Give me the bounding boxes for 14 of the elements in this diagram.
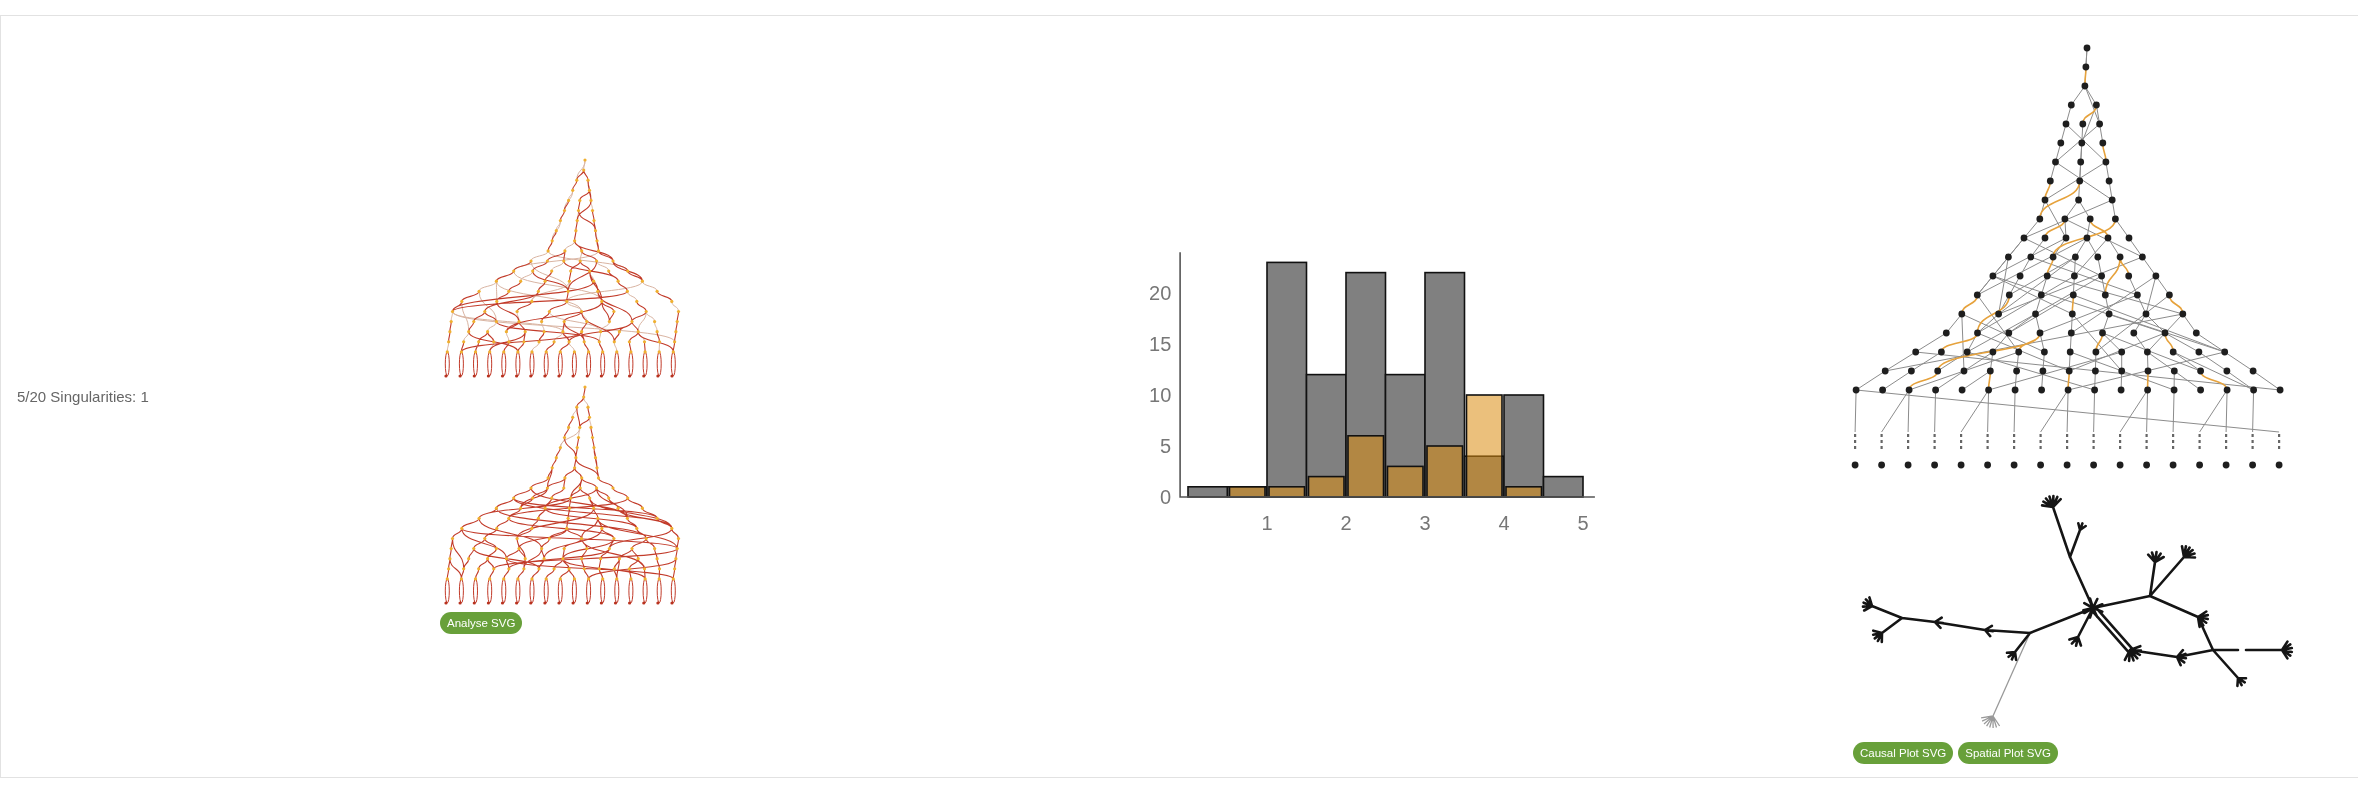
- axis-tick-label: 4: [1498, 513, 1510, 533]
- causal-plot-button: Causal Plot SVG: [1853, 742, 1954, 764]
- axis-tick-label: 1: [1261, 513, 1273, 533]
- spatial-plot-button: Spatial Plot SVG: [1958, 742, 2058, 764]
- axis-tick-label: 5: [1577, 513, 1589, 533]
- axis-tick-label: 20: [1149, 283, 1172, 303]
- axis-tick-label: 5: [1160, 436, 1172, 456]
- axis-tick-label: 15: [1149, 334, 1172, 354]
- axis-tick-label: 10: [1149, 385, 1172, 405]
- analyse-svg-button: Analyse SVG: [440, 612, 523, 634]
- axis-tick-label: 3: [1419, 513, 1431, 533]
- singularities-count-text: 5/20 Singularities: 1: [17, 388, 149, 405]
- axis-tick-label: 0: [1160, 487, 1172, 507]
- axis-tick-label: 2: [1340, 513, 1352, 533]
